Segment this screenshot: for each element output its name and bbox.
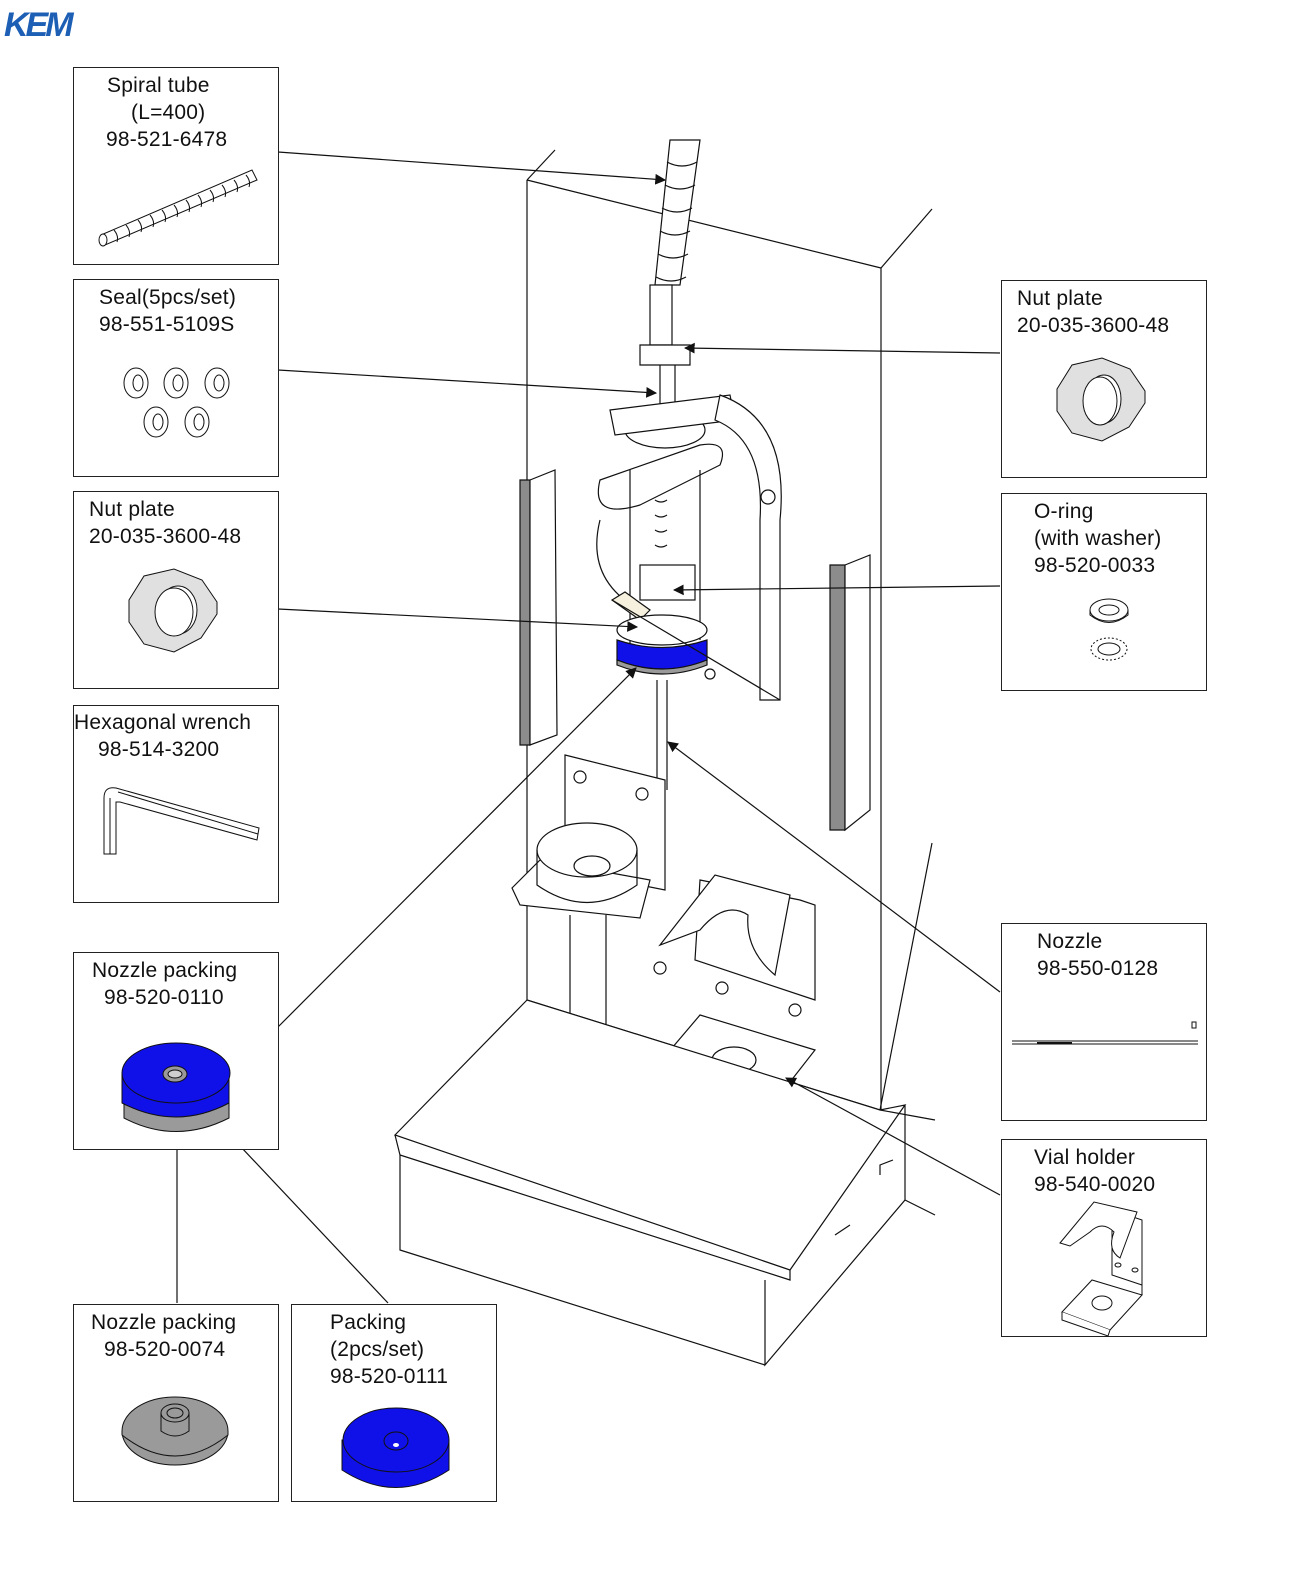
part-note: (L=400) bbox=[131, 101, 206, 124]
base-box bbox=[393, 999, 936, 1367]
waste-cup bbox=[511, 754, 666, 1046]
part-box-nut-plate-left: Nut plate 20-035-3600-48 bbox=[73, 491, 279, 689]
left-rail bbox=[519, 469, 558, 746]
nozzle-packing-blue-icon bbox=[121, 1042, 231, 1132]
part-number: 98-521-6478 bbox=[106, 128, 228, 151]
part-name: Nozzle bbox=[1037, 930, 1103, 953]
right-rail bbox=[829, 554, 871, 832]
part-box-nut-plate-right: Nut plate 20-035-3600-48 bbox=[1001, 280, 1207, 478]
kem-logo: KEM bbox=[4, 6, 77, 44]
leader-nozzle-packing-0110 bbox=[277, 667, 637, 1028]
part-name: Nozzle packing bbox=[92, 959, 238, 982]
nozzle-head-bracket bbox=[596, 394, 782, 701]
part-box-spiral-tube: Spiral tube (L=400) 98-521-6478 bbox=[73, 67, 279, 265]
part-number: 98-520-0111 bbox=[330, 1365, 449, 1388]
leader-seal bbox=[277, 369, 658, 398]
part-name: Packing bbox=[330, 1311, 407, 1334]
leader-nozzle bbox=[667, 741, 1001, 993]
leader-spiral-tube bbox=[277, 151, 667, 185]
part-box-packing: Packing (2pcs/set) 98-520-0111 bbox=[291, 1304, 497, 1502]
part-box-vial-holder: Vial holder 98-540-0020 bbox=[1001, 1139, 1207, 1337]
part-name: Seal(5pcs/set) bbox=[99, 286, 237, 309]
kem-logo-text: KEM bbox=[4, 6, 74, 44]
part-name: Nut plate bbox=[89, 498, 175, 521]
nut-plate-icon bbox=[128, 568, 218, 653]
leader-lines bbox=[171, 151, 1001, 1304]
part-note: (2pcs/set) bbox=[330, 1338, 425, 1361]
part-name: O-ring bbox=[1034, 500, 1094, 523]
part-number: 20-035-3600-48 bbox=[1017, 314, 1170, 337]
leader-o-ring bbox=[672, 584, 1001, 596]
leader-vial-holder bbox=[785, 1077, 1001, 1196]
part-box-nozzle-packing-0110: Nozzle packing 98-520-0110 bbox=[73, 952, 279, 1150]
spiral-tube-icon bbox=[98, 169, 258, 247]
part-name: Hexagonal wrench bbox=[74, 711, 252, 734]
nozzle-needle-icon bbox=[1012, 1021, 1198, 1045]
part-name: Nut plate bbox=[1017, 287, 1103, 310]
part-number: 98-514-3200 bbox=[98, 738, 220, 761]
nozzle-shaft bbox=[656, 680, 668, 790]
part-box-nozzle: Nozzle 98-550-0128 bbox=[1001, 923, 1207, 1121]
o-ring-washer-icon bbox=[1089, 598, 1129, 661]
vial-holder-icon bbox=[1059, 1201, 1143, 1337]
part-box-hexagonal-wrench: Hexagonal wrench 98-514-3200 bbox=[73, 705, 279, 903]
packing-blue-icon bbox=[341, 1407, 450, 1488]
spiral-tube-assembly bbox=[639, 139, 701, 420]
part-box-o-ring: O-ring (with washer) 98-520-0033 bbox=[1001, 493, 1207, 691]
hex-wrench-icon bbox=[103, 787, 260, 855]
part-number: 20-035-3600-48 bbox=[89, 525, 242, 548]
part-name: Vial holder bbox=[1034, 1146, 1136, 1169]
part-number: 98-520-0110 bbox=[104, 986, 224, 1009]
nut-plate-icon bbox=[1056, 357, 1146, 442]
part-number: 98-540-0020 bbox=[1034, 1173, 1156, 1196]
part-box-nozzle-packing-0074: Nozzle packing 98-520-0074 bbox=[73, 1304, 279, 1502]
part-number: 98-520-0074 bbox=[104, 1338, 226, 1361]
leader-nut-plate-right bbox=[683, 342, 1001, 354]
part-number: 98-550-0128 bbox=[1037, 957, 1159, 980]
seal-rings-icon bbox=[123, 367, 230, 438]
nozzle-packing-gray-icon bbox=[121, 1396, 229, 1466]
part-box-seal: Seal(5pcs/set) 98-551-5109S bbox=[73, 279, 279, 477]
part-name: Nozzle packing bbox=[91, 1311, 237, 1334]
part-note: (with washer) bbox=[1034, 527, 1162, 550]
part-name: Spiral tube bbox=[107, 74, 210, 97]
leader-nut-plate-left bbox=[277, 608, 639, 632]
part-number: 98-520-0033 bbox=[1034, 554, 1156, 577]
part-number: 98-551-5109S bbox=[99, 313, 235, 336]
